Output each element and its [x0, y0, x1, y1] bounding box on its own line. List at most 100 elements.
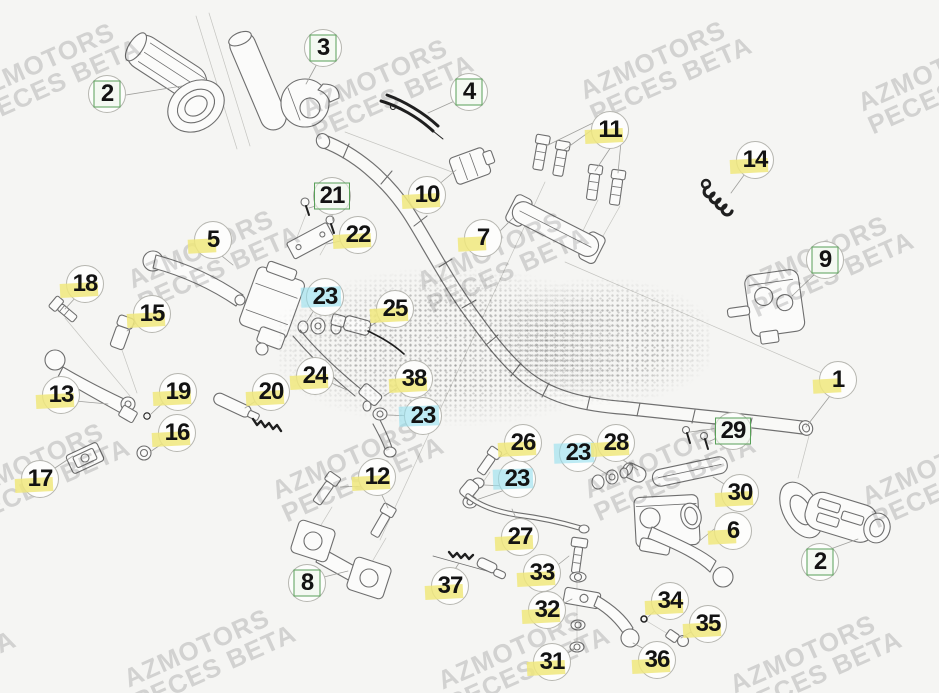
callout-number: 23 [312, 283, 339, 310]
part-callout-2[interactable]: 2 [88, 75, 126, 113]
callout-number: 6 [726, 517, 740, 544]
part-callout-27[interactable]: 27 [494, 518, 539, 556]
callout-number: 23 [410, 402, 437, 429]
part-callout-19[interactable]: 19 [152, 373, 197, 411]
callout-number: 31 [539, 648, 566, 675]
callout-number: 23 [504, 465, 531, 492]
part-callout-16[interactable]: 16 [151, 414, 196, 452]
part-2-grip-left [124, 32, 225, 133]
part-callout-21[interactable]: 21 [313, 177, 351, 215]
part-callout-24[interactable]: 24 [289, 357, 334, 395]
callout-number: 3 [316, 34, 330, 61]
part-callout-25[interactable]: 25 [369, 290, 414, 328]
callout-number: 27 [507, 523, 534, 550]
callout-highlight [455, 78, 483, 106]
callout-number: 12 [364, 463, 391, 490]
part-6-brake-master-cylinder [633, 494, 734, 588]
callout-number: 38 [401, 365, 428, 392]
callout-number: 4 [462, 78, 476, 105]
part-callout-28[interactable]: 28 [590, 424, 635, 462]
part-callout-33[interactable]: 33 [516, 554, 561, 592]
callout-number: 2 [100, 80, 114, 107]
part-callout-34[interactable]: 34 [644, 582, 689, 620]
part-37-spring-adjuster [432, 550, 507, 580]
callout-number: 11 [598, 116, 622, 143]
part-callout-20[interactable]: 20 [245, 373, 290, 411]
part-callout-2[interactable]: 2 [801, 543, 839, 581]
part-20-rod-spring [213, 392, 283, 433]
callout-number: 23 [565, 439, 592, 466]
callout-number: 35 [695, 610, 722, 637]
part-callout-32[interactable]: 32 [521, 591, 566, 629]
part-callout-36[interactable]: 36 [631, 641, 676, 679]
part-19-ball [143, 412, 151, 420]
callout-number: 14 [742, 146, 769, 173]
part-callout-15[interactable]: 15 [126, 295, 171, 333]
part-callout-8[interactable]: 8 [288, 564, 326, 602]
part-callout-29[interactable]: 29 [714, 412, 752, 450]
callout-number: 16 [164, 419, 191, 446]
part-callout-14[interactable]: 14 [729, 141, 774, 179]
part-callout-10[interactable]: 10 [401, 176, 446, 214]
part-callout-23[interactable]: 23 [492, 460, 536, 498]
callout-number: 5 [206, 226, 220, 253]
callout-number: 2 [813, 548, 827, 575]
part-callout-7[interactable]: 7 [457, 219, 502, 257]
part-callout-31[interactable]: 31 [526, 643, 571, 681]
part-callout-11[interactable]: 11 [584, 111, 629, 149]
callout-number: 8 [300, 569, 314, 596]
callout-number: 24 [302, 362, 329, 389]
part-callout-23[interactable]: 23 [553, 434, 597, 472]
part-callout-1[interactable]: 1 [812, 361, 857, 399]
part-17-bracket [65, 442, 105, 474]
callout-number: 1 [831, 366, 845, 393]
callout-highlight [309, 34, 337, 62]
callout-number: 36 [644, 646, 671, 673]
part-25-sensor [330, 313, 405, 355]
part-29-screws [681, 425, 709, 450]
callout-number: 13 [48, 381, 75, 408]
part-9-switch [726, 269, 806, 345]
part-callout-13[interactable]: 13 [35, 376, 80, 414]
part-33-bolt [569, 536, 589, 583]
part-callout-23[interactable]: 23 [398, 397, 442, 435]
part-callout-17[interactable]: 17 [14, 460, 59, 498]
part-callout-18[interactable]: 18 [59, 265, 104, 303]
callout-number: 33 [529, 559, 556, 586]
callout-highlight [93, 80, 121, 108]
part-callout-38[interactable]: 38 [388, 360, 433, 398]
part-callout-26[interactable]: 26 [497, 424, 542, 462]
callout-highlight [314, 182, 350, 210]
callout-number: 21 [319, 182, 346, 209]
part-16-nut [136, 445, 152, 461]
part-30-plate [651, 456, 728, 487]
part-14-coil [700, 178, 734, 217]
callout-highlight [715, 417, 751, 445]
part-callout-22[interactable]: 22 [332, 216, 377, 254]
part-22-plate [286, 222, 335, 260]
part-callout-3[interactable]: 3 [304, 29, 342, 67]
part-23-seals-d [591, 467, 629, 490]
callout-number: 7 [476, 224, 490, 251]
callout-highlight [811, 246, 839, 274]
part-callout-6[interactable]: 6 [707, 512, 752, 550]
callout-number: 26 [510, 429, 537, 456]
callout-number: 30 [727, 479, 754, 506]
part-callout-5[interactable]: 5 [187, 221, 232, 259]
part-callout-9[interactable]: 9 [806, 241, 844, 279]
part-callout-12[interactable]: 12 [351, 458, 396, 496]
callout-number: 28 [603, 429, 630, 456]
part-callout-37[interactable]: 37 [424, 567, 469, 605]
part-21-screws [300, 197, 335, 234]
part-callout-30[interactable]: 30 [714, 474, 759, 512]
part-2-grip-right [779, 481, 891, 544]
callout-number: 29 [720, 417, 747, 444]
part-callout-23[interactable]: 23 [300, 278, 344, 316]
part-34-ball [640, 615, 648, 623]
part-callout-35[interactable]: 35 [682, 605, 727, 643]
part-callout-4[interactable]: 4 [450, 73, 488, 111]
callout-highlight [806, 548, 834, 576]
part-12-bolts [313, 471, 397, 538]
